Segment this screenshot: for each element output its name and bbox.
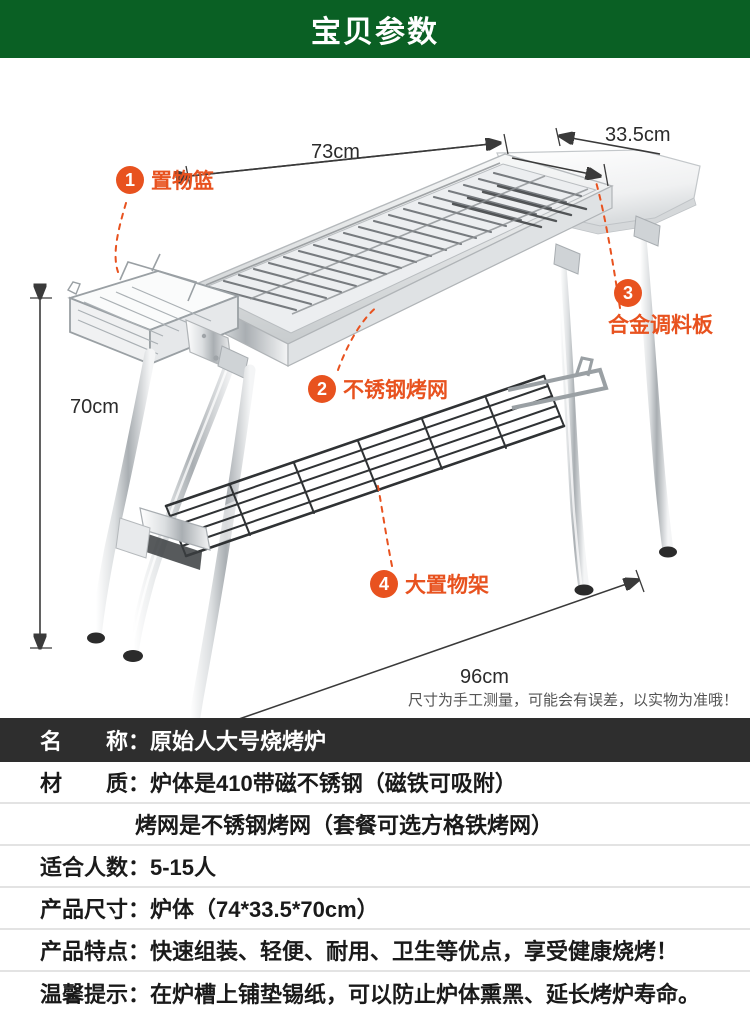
callout-badge-4: 4 <box>370 570 398 598</box>
callout-badge-1: 1 <box>116 166 144 194</box>
spec-row-capacity: 适合人数：5-15人 <box>0 846 750 888</box>
dimension-lines <box>30 127 661 718</box>
grill-drawing <box>30 127 701 718</box>
page-title: 宝贝参数 <box>311 16 439 49</box>
spec-text: 适合人数：5-15人 <box>40 855 217 880</box>
specification-table: 名 称：原始人大号烧烤炉 材 质：炉体是410带磁不锈钢（磁铁可吸附） 烤网是不… <box>0 718 750 1014</box>
spec-text: 产品特点：快速组装、轻便、耐用、卫生等优点，享受健康烧烤！ <box>40 939 679 964</box>
spec-text: 烤网是不锈钢烤网（套餐可选方格铁烤网） <box>135 813 554 838</box>
callout-badge-2: 2 <box>308 375 336 403</box>
spec-row-name: 名 称：原始人大号烧烤炉 <box>0 718 750 762</box>
spec-text: 温馨提示：在炉槽上铺垫锡纸，可以防止炉体熏黑、延长烤炉寿命。 <box>40 982 701 1007</box>
dimension-top-width: 73cm <box>311 141 360 163</box>
dimension-depth: 33.5cm <box>605 124 671 146</box>
spec-text: 名 称：原始人大号烧烤炉 <box>40 729 327 754</box>
callout-badge-3: 3 <box>614 279 642 307</box>
callout-storage-basket: 1 置物篮 <box>116 165 214 195</box>
spec-row-size: 产品尺寸：炉体（74*33.5*70cm） <box>0 888 750 930</box>
page-header: 宝贝参数 <box>0 0 750 58</box>
callout-grill-net: 2 不锈钢烤网 <box>308 374 448 404</box>
callout-large-rack: 4 大置物架 <box>370 569 489 599</box>
callout-label-3: 合金调料板 <box>608 314 713 337</box>
product-illustration: 1 置物篮 2 不锈钢烤网 3 合金调料板 4 大置物架 73cm 33.5cm… <box>0 58 750 718</box>
spec-text: 产品尺寸：炉体（74*33.5*70cm） <box>40 897 379 922</box>
rack-rail-shape <box>507 356 609 410</box>
spec-row-features: 产品特点：快速组装、轻便、耐用、卫生等优点，享受健康烧烤！ <box>0 930 750 972</box>
spec-text: 材 质：炉体是410带磁不锈钢（磁铁可吸附） <box>40 771 517 796</box>
callout-label-2: 不锈钢烤网 <box>343 379 448 402</box>
callout-label-4: 大置物架 <box>405 574 489 597</box>
spec-row-tips: 温馨提示：在炉槽上铺垫锡纸，可以防止炉体熏黑、延长烤炉寿命。 <box>0 972 750 1014</box>
spec-row-material: 材 质：炉体是410带磁不锈钢（磁铁可吸附） <box>0 762 750 804</box>
dimension-base-width: 96cm <box>460 666 509 688</box>
measurement-disclaimer: 尺寸为手工测量，可能会有误差，以实物为准哦！ <box>407 692 738 709</box>
firebox-shape <box>180 153 614 367</box>
callout-seasoning-board: 3 合金调料板 <box>608 279 713 339</box>
callout-label-1: 置物篮 <box>151 170 214 193</box>
spec-row-material-cont: 烤网是不锈钢烤网（套餐可选方格铁烤网） <box>0 804 750 846</box>
grate-support-shape <box>205 162 589 315</box>
lower-rack-shape <box>164 374 566 558</box>
leg-joint-shape <box>217 215 661 379</box>
lower-handle-shape <box>115 507 211 570</box>
dimension-height: 70cm <box>70 396 119 418</box>
